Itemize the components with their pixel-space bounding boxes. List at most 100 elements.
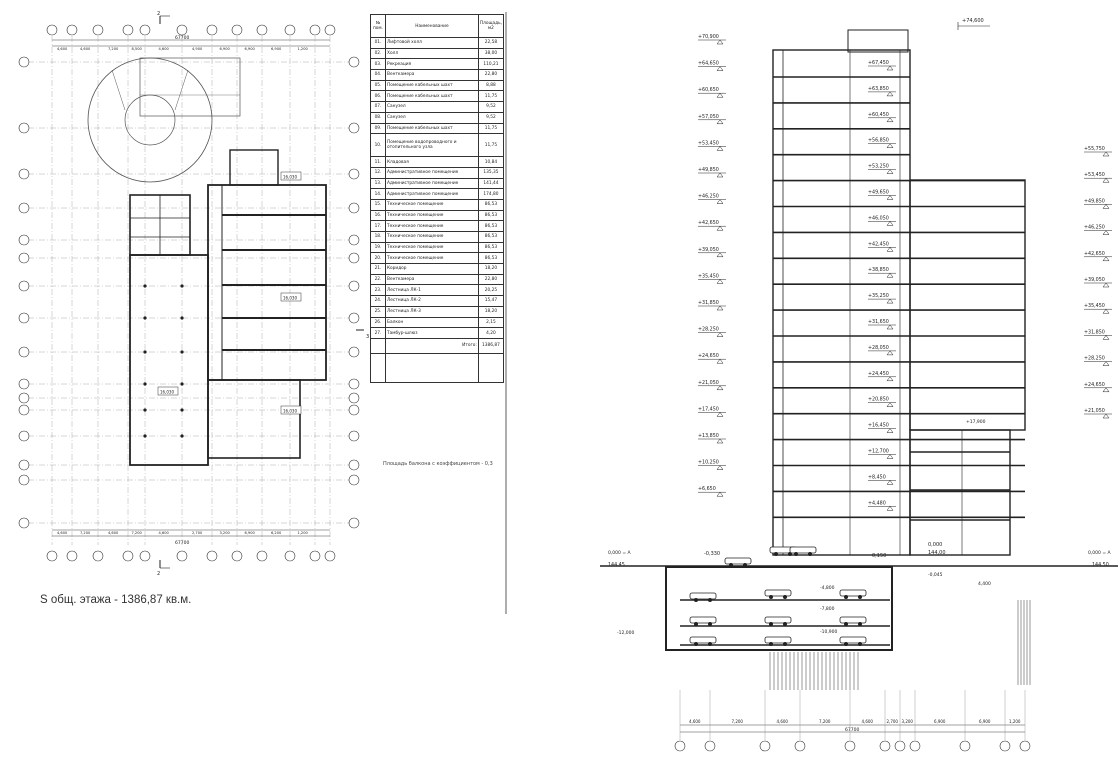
cell-area: 4,20 <box>477 327 505 339</box>
cell-name: Техническое помещение <box>385 231 479 243</box>
car-body <box>689 592 717 600</box>
level-text: +28,050 <box>868 345 889 351</box>
level-arrow <box>716 438 724 444</box>
structural-columns <box>143 284 184 438</box>
level-arrow <box>1102 308 1110 314</box>
cell-area: 174,80 <box>477 188 505 200</box>
level-text: +31,850 <box>1084 329 1105 335</box>
svg-text:144,50: 144,50 <box>1092 562 1109 568</box>
car <box>724 557 752 567</box>
level-arrow <box>886 169 894 174</box>
cell-empty <box>477 352 505 383</box>
axis-bubble <box>284 550 296 562</box>
car-wheel <box>769 642 773 646</box>
top-level-mark: +74,600 <box>957 18 990 30</box>
dim-text: 1,200 <box>1009 719 1021 724</box>
cell-area: 86,53 <box>477 241 505 254</box>
cell-name: Техническое помещение <box>385 252 479 265</box>
level-text: +53,450 <box>1084 172 1105 178</box>
cell-name: Помещение кабельных шахт <box>385 90 479 103</box>
level-text: +49,850 <box>698 167 719 173</box>
cell-area: 2,15 <box>477 316 505 329</box>
axis-bubble <box>348 346 360 358</box>
elevation-tag: 16,030 <box>280 292 302 302</box>
right-level-marks: +55,750+53,450+49,850+46,250+42,650+39,0… <box>1084 146 1112 419</box>
column <box>143 382 147 386</box>
axis-bubble <box>66 550 78 562</box>
axis-bubble <box>348 392 360 404</box>
cell-no: 21. <box>370 263 386 275</box>
level-arrow <box>1102 282 1110 288</box>
level-mark: 0,150 <box>872 553 886 559</box>
level-arrow <box>716 199 724 204</box>
building-outline <box>129 149 327 466</box>
cell-area: 8,88 <box>477 79 505 92</box>
level-arrow <box>886 65 894 71</box>
car-wheel <box>774 552 778 556</box>
level-arrow <box>716 305 724 311</box>
column <box>180 284 184 288</box>
cell-no: 01. <box>370 37 386 49</box>
level-arrow <box>716 119 724 125</box>
car-wheel <box>858 595 862 599</box>
side-section-mark: 3 <box>356 329 369 340</box>
level-text: +24,650 <box>1084 382 1105 388</box>
car-body <box>764 589 792 597</box>
axis-bubble <box>18 430 30 442</box>
level-arrow <box>1102 177 1110 183</box>
level-mark: -4,800 <box>820 585 835 591</box>
axis-bubble <box>348 234 360 246</box>
svg-text:16,030: 16,030 <box>283 175 297 180</box>
dim-text: 7,200 <box>80 531 91 535</box>
axis-bubble <box>348 404 360 416</box>
level-arrow <box>716 332 724 337</box>
axis-bubble <box>909 740 921 752</box>
level-text: +64,650 <box>698 61 719 67</box>
cell-name: Помещение кабельных шахт <box>385 79 479 92</box>
column <box>143 350 147 354</box>
level-text: +49,650 <box>868 190 889 196</box>
spiral-ramp <box>87 57 241 183</box>
cell-area: 86,53 <box>477 231 505 243</box>
level-text: +16,450 <box>868 423 889 429</box>
cell-area: 135,35 <box>477 166 505 179</box>
cell-area: 110,21 <box>477 58 505 71</box>
car <box>839 616 867 626</box>
section-mark-top: 2 <box>157 11 170 24</box>
axis-bubble <box>176 24 188 36</box>
level-arrow <box>1102 387 1110 393</box>
level-arrow <box>1102 203 1110 209</box>
level-arrow <box>716 491 724 497</box>
dim-text: 1,200 <box>298 47 309 51</box>
level-text: +35,450 <box>698 273 719 279</box>
level-text: +20,850 <box>868 397 889 403</box>
cell-empty <box>385 352 479 383</box>
column <box>180 408 184 412</box>
axis-bubble <box>18 280 30 292</box>
axis-bubble <box>18 474 30 486</box>
level-text: +53,250 <box>868 164 889 170</box>
axis-bubble <box>18 459 30 471</box>
section-axis-bubbles <box>674 690 1031 752</box>
level-text: +31,850 <box>698 300 719 306</box>
dim-text: 4,600 <box>57 531 68 535</box>
level-text: +70,900 <box>698 34 719 40</box>
axis-bubble <box>324 550 336 562</box>
level-arrow <box>716 39 724 45</box>
car <box>689 616 717 626</box>
level-text: +57,050 <box>698 114 719 120</box>
cell-name: Административное помещение <box>385 177 479 190</box>
cell-name: Лестница ЛК-3 <box>385 305 479 318</box>
car <box>839 589 867 599</box>
car <box>764 589 792 599</box>
level-text: +39,050 <box>698 247 719 253</box>
